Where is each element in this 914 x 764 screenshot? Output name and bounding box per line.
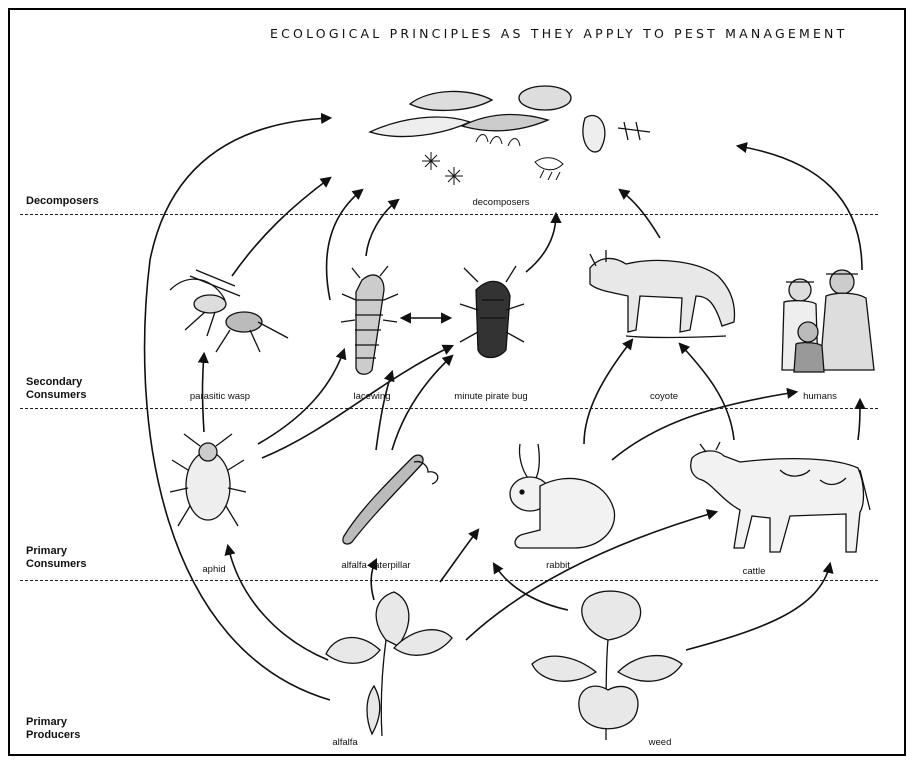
label-alfalfa-caterpillar: alfalfa caterpillar — [341, 560, 410, 571]
label-aphid: aphid — [202, 564, 225, 575]
arrow-caterpillar-to-lacewing — [376, 372, 392, 450]
label-cattle: cattle — [743, 566, 766, 577]
alfalfa-illustration — [326, 592, 452, 736]
decomposers-illustration — [370, 86, 650, 185]
arrow-lacewing-to-decomposers — [366, 200, 398, 256]
label-coyote: coyote — [650, 391, 678, 402]
arrow-cattle-to-humans — [858, 400, 860, 440]
cattle-illustration — [691, 442, 870, 552]
arrow-wasp-to-decomposers — [232, 178, 330, 276]
label-parasitic-wasp: parasitic wasp — [190, 391, 250, 402]
arrow-caterpillar-to-pirate-bug — [392, 356, 452, 450]
aphid-illustration — [170, 434, 246, 526]
label-decomposers: decomposers — [472, 197, 529, 208]
arrow-cattle-to-coyote — [680, 344, 734, 440]
arrow-alfalfa-to-aphid — [228, 546, 328, 660]
label-humans: humans — [803, 391, 837, 402]
alfalfa-caterpillar-illustration — [343, 455, 438, 544]
label-lacewing: lacewing — [354, 391, 391, 402]
arrow-humans-to-decomposers — [738, 146, 862, 270]
coyote-illustration — [590, 250, 734, 338]
humans-illustration — [782, 270, 874, 372]
arrow-pirate-bug-to-decomposers — [526, 214, 556, 272]
label-weed: weed — [649, 737, 672, 748]
lacewing-illustration — [341, 266, 398, 374]
arrow-alfalfa-to-decomposers — [145, 118, 330, 700]
parasitic-wasp-illustration — [170, 270, 288, 352]
weed-illustration — [532, 591, 682, 740]
label-minute-pirate-bug: minute pirate bug — [454, 391, 527, 402]
rabbit-illustration — [510, 444, 615, 548]
arrow-rabbit-to-coyote — [584, 340, 632, 444]
arrow-aphid-to-lacewing — [258, 350, 344, 444]
arrow-aphid-long-to-decomposers — [327, 190, 362, 300]
label-rabbit: rabbit — [546, 560, 570, 571]
arrow-coyote-to-decomposers — [620, 190, 660, 238]
label-alfalfa: alfalfa — [332, 737, 357, 748]
minute-pirate-bug-illustration — [460, 266, 524, 358]
arrow-alfalfa-to-rabbit — [440, 530, 478, 582]
